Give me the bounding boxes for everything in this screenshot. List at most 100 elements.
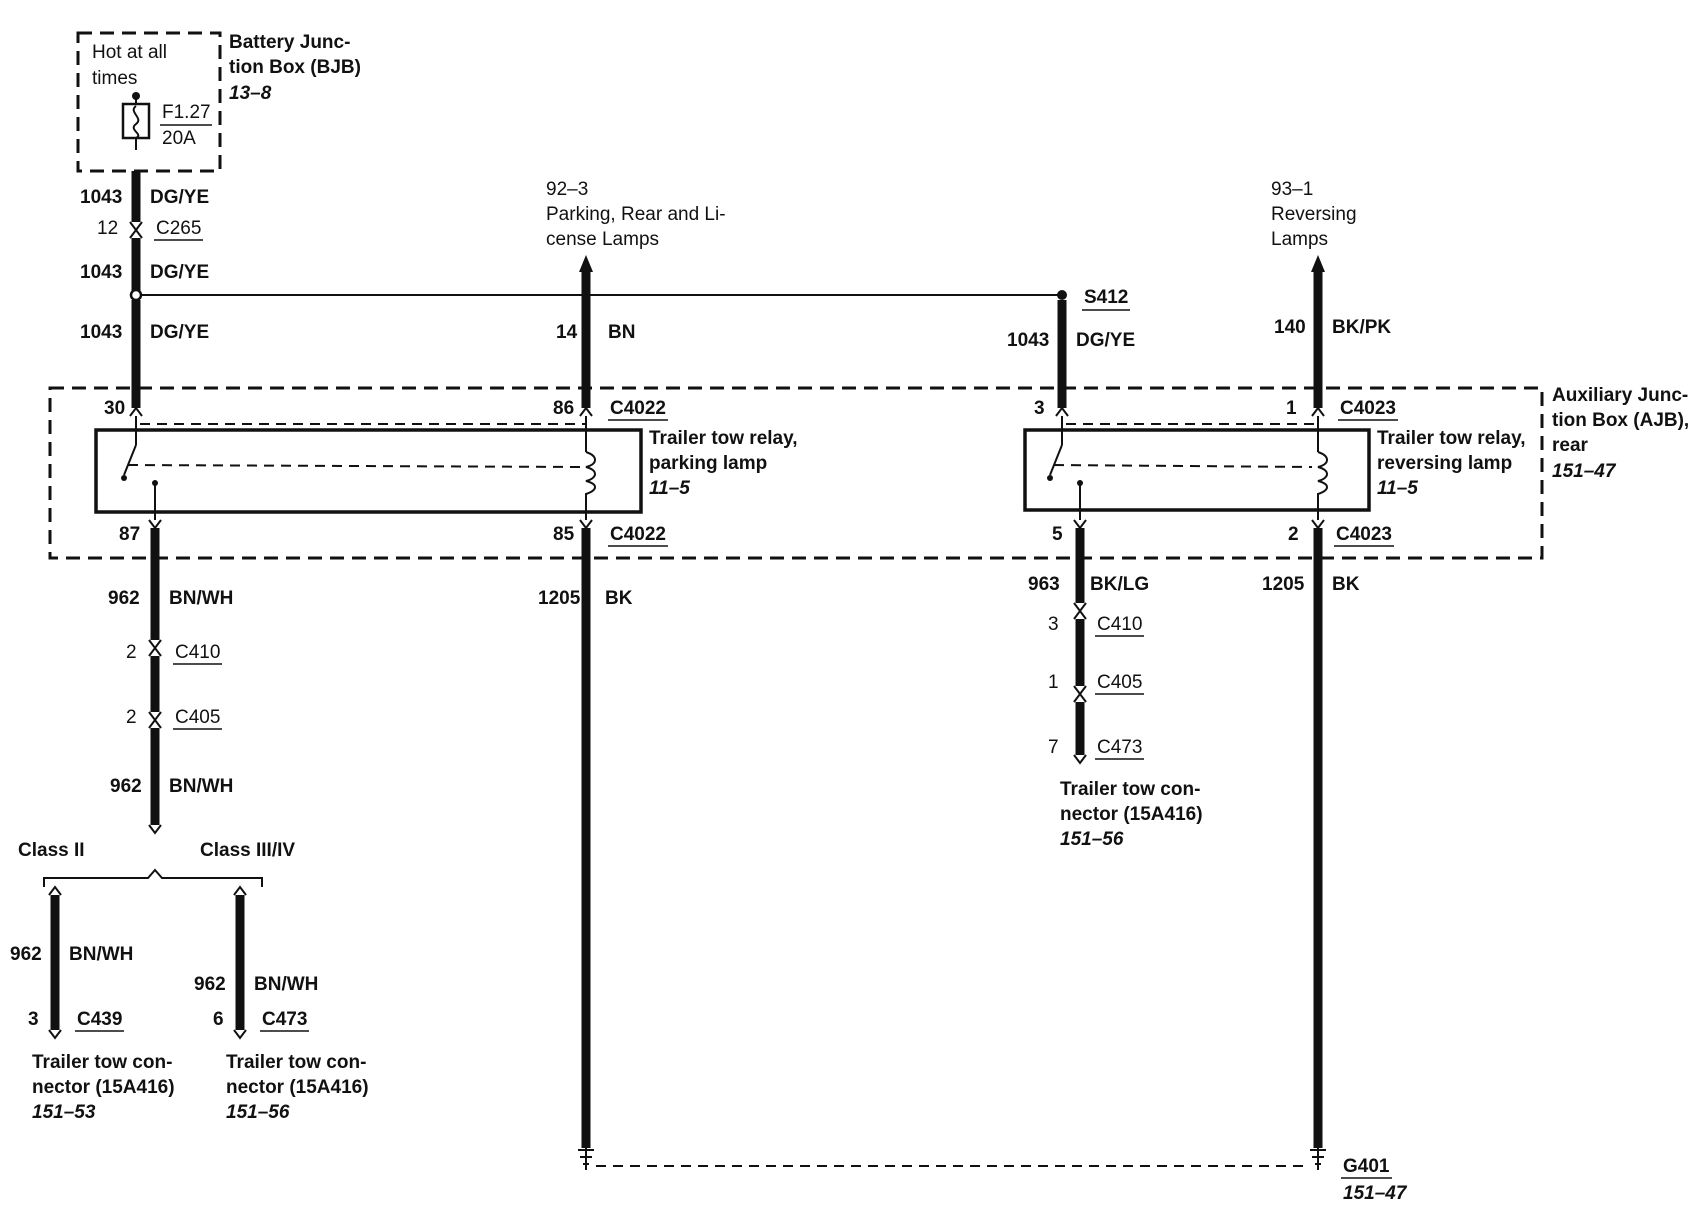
- connector-pin: 6: [213, 1009, 224, 1030]
- wire-circuit: 1043: [1007, 330, 1049, 351]
- ajb-name-line3: rear: [1552, 435, 1589, 456]
- connector-pin: 12: [97, 218, 118, 239]
- pin-1: 1: [1286, 398, 1297, 419]
- output-label-line1: Parking, Rear and Li-: [546, 204, 726, 225]
- connector-c410: C410: [1097, 614, 1142, 635]
- connector-c473: C473: [262, 1009, 307, 1030]
- connector-c4022-top: C4022: [610, 398, 666, 419]
- output-ref: 92–3: [546, 179, 588, 200]
- ground-name: G401: [1343, 1156, 1390, 1177]
- connector-ref: 151–56: [1060, 829, 1124, 850]
- wire-circuit: 1205: [538, 588, 581, 609]
- relay-parking-lamp: 30 86 C4022 87 85 C4022 Trailer tow rela…: [94, 398, 798, 547]
- connector-name-line1: Trailer tow con-: [32, 1052, 172, 1073]
- connector-c473: C473: [1097, 737, 1142, 758]
- connector-ref: 151–53: [32, 1102, 96, 1123]
- relay-box: [94, 428, 643, 514]
- auxiliary-junction-box: Auxiliary Junc- tion Box (AJB), rear 151…: [48, 385, 1689, 560]
- wire-color: BK: [605, 588, 633, 609]
- pin-87: 87: [119, 524, 140, 545]
- connector-pin: 7: [1048, 737, 1059, 758]
- connector-c410: C410: [175, 642, 220, 663]
- connector-name-line1: Trailer tow con-: [226, 1052, 366, 1073]
- wire-color: BK: [1332, 574, 1360, 595]
- connector-pin: 1: [1048, 672, 1059, 693]
- wire-circuit: 962: [110, 776, 142, 797]
- fuse-icon: [121, 92, 151, 150]
- relay-name-line2: parking lamp: [649, 453, 767, 474]
- connector-c405: C405: [175, 707, 220, 728]
- reversing-output: 93–1 Reversing Lamps 140 BK/PK: [1271, 179, 1391, 408]
- parking-output: 92–3 Parking, Rear and Li- cense Lamps 1…: [546, 179, 726, 408]
- feed-wire-1043: 1043 DG/YE 12 C265 1043 DG/YE 1043 DG/YE: [80, 171, 209, 408]
- wire-color: BN/WH: [254, 974, 318, 995]
- splice-name: S412: [1084, 287, 1128, 308]
- bjb-hot-label-line1: Hot at all: [92, 42, 167, 63]
- ground-wire-reversing: 1205 BK: [1262, 528, 1360, 1148]
- wire-circuit: 1043: [80, 322, 122, 343]
- ground-ref: 151–47: [1343, 1183, 1408, 1204]
- ajb-ref: 151–47: [1552, 461, 1617, 482]
- ground-g401: G401 151–47: [578, 1148, 1408, 1204]
- class-ii-label: Class II: [18, 840, 85, 861]
- splice-dot: [129, 288, 143, 302]
- pin-85: 85: [553, 524, 575, 545]
- relay-box: [1023, 428, 1371, 512]
- connector-name-line2: nector (15A416): [226, 1077, 369, 1098]
- splice-s412-dot: [1057, 290, 1067, 300]
- connector-pin: 3: [28, 1009, 39, 1030]
- arrow-up-icon: [579, 255, 593, 272]
- wire-color: BN/WH: [169, 776, 233, 797]
- relay-coil-icon: [1317, 451, 1328, 520]
- class-ii-branch: 962 BN/WH 3 C439 Trailer tow con- nector…: [10, 885, 175, 1123]
- relay-reversing-lamp: 3 1 C4023 5 2 C4023 Trailer tow relay, r…: [1023, 398, 1526, 547]
- connector-c4023-top: C4023: [1340, 398, 1396, 419]
- wire-color: BN/WH: [69, 944, 133, 965]
- connector-pin: 3: [1048, 614, 1059, 635]
- arrow-up-icon: [1311, 255, 1325, 272]
- pin-30: 30: [104, 398, 125, 419]
- output-label-line1: Reversing: [1271, 204, 1357, 225]
- pin-5: 5: [1052, 524, 1063, 545]
- reversing-load-wire-963: 963 BK/LG 3 C410 1 C405 7 C473 Trailer t…: [1028, 528, 1203, 850]
- bjb-name-line2: tion Box (BJB): [229, 57, 361, 78]
- connector-name-line2: nector (15A416): [1060, 804, 1203, 825]
- relay-switch-icon: [1047, 444, 1313, 481]
- connector-c4022-bottom: C4022: [610, 524, 666, 545]
- relay-ref: 11–5: [649, 478, 690, 499]
- bjb-name-line1: Battery Junc-: [229, 32, 350, 53]
- connector-name-line1: Trailer tow con-: [1060, 779, 1200, 800]
- relay-name-line2: reversing lamp: [1377, 453, 1512, 474]
- parking-load-wire-962: 962 BN/WH 2 C410 2 C405 962 BN/WH: [108, 528, 233, 835]
- connector-pin: 2: [126, 707, 137, 728]
- splice-s412: S412 1043 DG/YE: [1007, 287, 1135, 408]
- connector-c4023-bottom: C4023: [1336, 524, 1392, 545]
- wire-circuit: 140: [1274, 317, 1306, 338]
- fuse-rating: 20A: [162, 128, 196, 149]
- output-ref: 93–1: [1271, 179, 1313, 200]
- bjb-dashed-outline: [76, 31, 222, 173]
- wire-circuit: 1043: [80, 187, 122, 208]
- wire-circuit: 1205: [1262, 574, 1305, 595]
- connector-pin: 2: [126, 642, 137, 663]
- relay-coil-icon: [585, 451, 596, 520]
- battery-junction-box: Hot at all times Battery Junc- tion Box …: [76, 31, 361, 173]
- connector-c265: C265: [156, 218, 201, 239]
- pin-3: 3: [1034, 398, 1045, 419]
- class-iii-iv-branch: 962 BN/WH 6 C473 Trailer tow con- nector…: [194, 885, 369, 1123]
- connector-name-line2: nector (15A416): [32, 1077, 175, 1098]
- wire-color: BK/PK: [1332, 317, 1391, 338]
- fuse-id: F1.27: [162, 102, 211, 123]
- ground-icon: [578, 1148, 594, 1170]
- connector-c405: C405: [1097, 672, 1142, 693]
- ajb-name-line2: tion Box (AJB),: [1552, 410, 1689, 431]
- wire-color: DG/YE: [150, 187, 209, 208]
- relay-name-line1: Trailer tow relay,: [1377, 428, 1526, 449]
- wire-circuit: 962: [194, 974, 226, 995]
- wire-color: BN/WH: [169, 588, 233, 609]
- wire-color: BK/LG: [1090, 574, 1149, 595]
- wire-circuit: 963: [1028, 574, 1060, 595]
- relay-name-line1: Trailer tow relay,: [649, 428, 798, 449]
- wire-color: DG/YE: [150, 262, 209, 283]
- bjb-hot-label-line2: times: [92, 68, 137, 89]
